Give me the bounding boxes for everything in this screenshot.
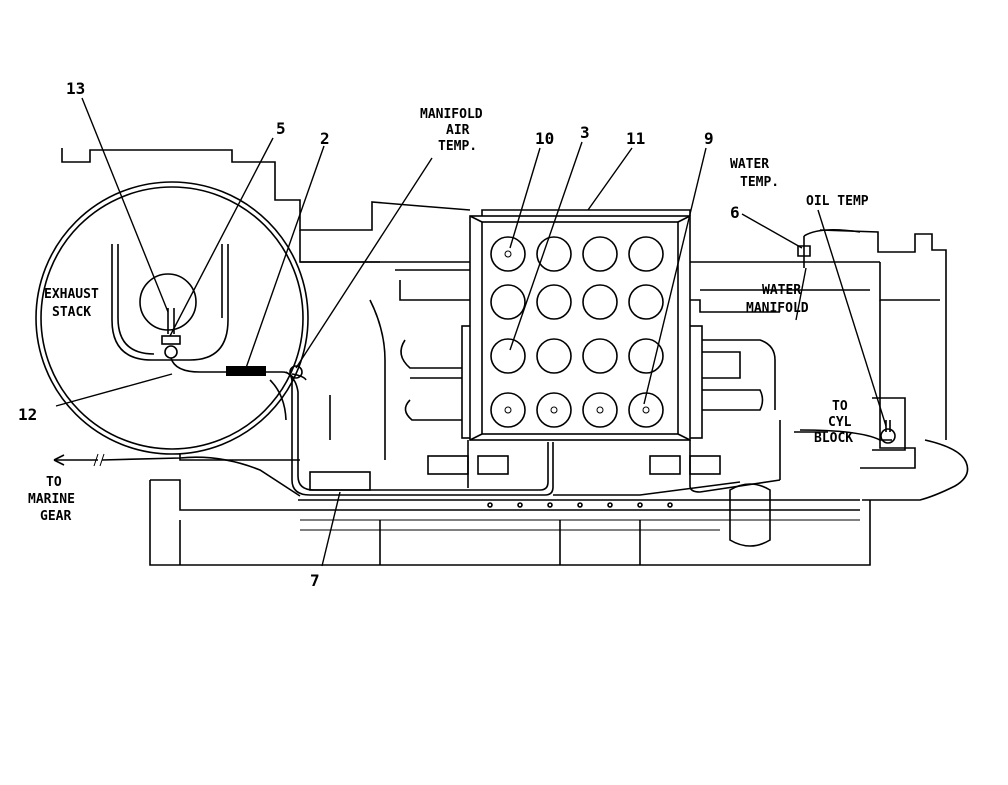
to-marine-gear-label-line3: GEAR <box>40 509 71 524</box>
callout-2: 2 <box>320 129 330 148</box>
exhaust-stack <box>35 181 309 455</box>
manifold-air-temp-label-line2: AIR <box>446 123 470 138</box>
wiring-harness <box>53 228 896 497</box>
exhaust-stack-label-line1: EXHAUST <box>44 287 99 302</box>
callout-10: 10 <box>535 129 554 148</box>
callout-5: 5 <box>276 119 286 138</box>
aftercooler-core <box>461 209 703 441</box>
to-cyl-block-label-line3: BLOCK <box>814 431 853 446</box>
callout-7: 7 <box>310 571 320 590</box>
callout-6: 6 <box>730 203 740 222</box>
exhaust-stack-label-line2: STACK <box>52 305 91 320</box>
text-labels: EXHAUST STACK MANIFOLD AIR TEMP. WATER T… <box>28 107 869 524</box>
to-marine-gear-label-line2: MARINE <box>28 492 75 507</box>
manifold-air-temp-label-line1: MANIFOLD <box>420 107 483 122</box>
engine-outline <box>61 148 969 566</box>
bolt-row <box>487 502 673 508</box>
water-manifold-label-line2: MANIFOLD <box>746 301 809 316</box>
callout-9: 9 <box>704 129 714 148</box>
manifold-air-temp-label-line3: TEMP. <box>438 139 477 154</box>
callout-numbers: 13 5 2 10 3 11 9 6 12 7 <box>18 79 740 590</box>
callout-3: 3 <box>580 123 590 142</box>
callout-12: 12 <box>18 405 37 424</box>
callout-11: 11 <box>626 129 645 148</box>
harness-connector <box>226 366 266 376</box>
to-cyl-block-label-line1: TO <box>832 399 848 414</box>
to-marine-gear-label-line1: TO <box>46 475 62 490</box>
leader-lines <box>55 97 887 567</box>
callout-13: 13 <box>66 79 85 98</box>
water-temp-label-line2: TEMP. <box>740 175 779 190</box>
water-temp-label-line1: WATER <box>730 157 769 172</box>
oil-temp-label: OIL TEMP <box>806 194 869 209</box>
water-manifold-label-line1: WATER <box>762 283 801 298</box>
to-cyl-block-label-line2: CYL <box>828 415 852 430</box>
